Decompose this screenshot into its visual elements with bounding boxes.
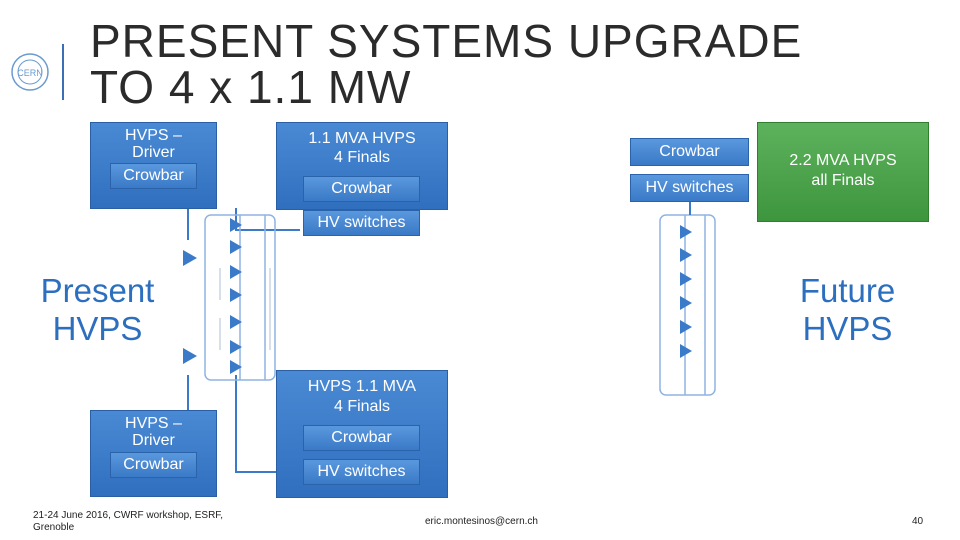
page-number: 40 bbox=[912, 516, 924, 527]
hvps-finals-bottom-line1: HVPS 1.1 MVA bbox=[307, 378, 417, 395]
present-line1: Present bbox=[40, 272, 155, 309]
crowbar-bottom-left: Crowbar bbox=[110, 452, 197, 478]
right-switch-arrows bbox=[680, 225, 692, 358]
hvps-driver-line1: HVPS – bbox=[125, 127, 182, 144]
future-hvps-label: Future HVPS bbox=[775, 272, 920, 348]
title-line-1: PRESENT SYSTEMS UPGRADE bbox=[90, 15, 803, 67]
hvps-all-finals-box: 2.2 MVA HVPS all Finals bbox=[757, 122, 929, 222]
footer-event-line1: 21-24 June 2016, CWRF workshop, ESRF, bbox=[33, 510, 224, 521]
green-box-line2: all Finals bbox=[811, 172, 875, 189]
hv-switches-right: HV switches bbox=[630, 174, 749, 202]
footer-event: 21-24 June 2016, CWRF workshop, ESRF, Gr… bbox=[33, 510, 253, 534]
hvps-driver-line1-bottom: HVPS – bbox=[125, 415, 182, 432]
crowbar-top-left: Crowbar bbox=[110, 163, 197, 189]
crowbar-bottom-mid: Crowbar bbox=[303, 425, 420, 451]
hvps-finals-line2: 4 Finals bbox=[333, 149, 391, 166]
left-switch-arrows bbox=[183, 218, 242, 374]
present-hvps-label: Present HVPS bbox=[25, 272, 170, 348]
left-switch-ladder bbox=[204, 214, 276, 381]
hv-switches-top-mid: HV switches bbox=[303, 210, 420, 236]
footer-email: eric.montesinos@cern.ch bbox=[425, 516, 538, 527]
hv-switches-bottom-mid: HV switches bbox=[303, 459, 420, 485]
cern-logo-text: CERN bbox=[17, 68, 43, 78]
future-line2: HVPS bbox=[802, 310, 893, 347]
title-line-2: TO 4 x 1.1 MW bbox=[90, 61, 412, 113]
hvps-driver-line2: Driver bbox=[132, 145, 175, 157]
crowbar-right: Crowbar bbox=[630, 138, 749, 166]
hvps-driver-line2-bottom: Driver bbox=[132, 433, 175, 445]
hvps-finals-line1: 1.1 MVA HVPS bbox=[308, 130, 416, 147]
present-line2: HVPS bbox=[52, 310, 143, 347]
footer-event-line2: Grenoble bbox=[33, 522, 75, 533]
page-title: PRESENT SYSTEMS UPGRADE TO 4 x 1.1 MW bbox=[90, 18, 890, 110]
hvps-finals-bottom-line2: 4 Finals bbox=[333, 398, 391, 415]
future-line1: Future bbox=[799, 272, 896, 309]
cern-logo-icon: CERN bbox=[11, 53, 49, 91]
left-ladder-ticks bbox=[219, 268, 271, 350]
cern-logo: CERN bbox=[8, 50, 52, 94]
crowbar-top-mid: Crowbar bbox=[303, 176, 420, 202]
title-divider bbox=[62, 44, 64, 100]
wire-top-mid bbox=[235, 208, 300, 231]
green-box-line1: 2.2 MVA HVPS bbox=[789, 152, 897, 169]
